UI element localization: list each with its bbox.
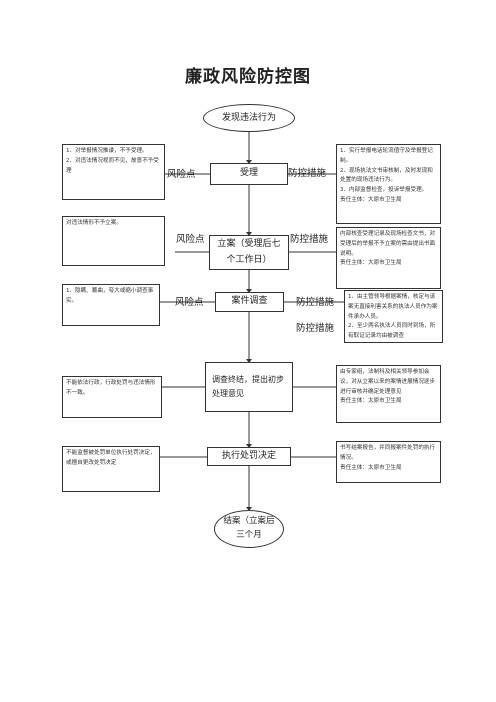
risk-box-file: 对违法情形不予立案。 xyxy=(62,216,165,266)
risk-box-accept: 1．对举报情况推诿，不予受理。 2．对违法情况视而不见，故意不予受理 xyxy=(62,144,165,200)
control-box-accept: 1．实行举报电话轮流值守及举报登记制。 2．现场执法文书审核制，及时发现和处置的… xyxy=(336,144,441,224)
control-box-file: 内部核查受理记录及现场检查文书，对受理后的举报不予立案的需由提出书面说明。 责任… xyxy=(336,227,441,289)
end-node: 结案（立案后三个月 xyxy=(214,510,284,548)
control-box-opinion: 由专家组，法制科及相关领导参加会议，对从立案以来的案情进展情况逐步进行审核并确定… xyxy=(336,365,441,423)
risk-box-execute: 不能监督被处罚单位执行处罚决定，或擅自更改处罚决定 xyxy=(62,446,160,492)
step-execute: 执行处罚决定 xyxy=(207,447,291,466)
risk-label-file: 风险点 xyxy=(176,234,205,245)
control-label-file: 防控措施 xyxy=(290,234,329,245)
step-investigate: 案件调查 xyxy=(215,292,284,312)
step-opinion: 调查终结，提出初步处理意见 xyxy=(205,362,293,412)
control-label-accept: 防控措施 xyxy=(288,168,327,179)
risk-label-accept: 风险点 xyxy=(167,169,196,180)
risk-box-opinion: 不能依法行政，行政处罚与违法情形不一致。 xyxy=(62,376,162,418)
control-label-investigate-2: 防控措施 xyxy=(296,323,335,334)
risk-box-investigate: 1．隐瞒、篡曲，夸大或缩小调查事实。 xyxy=(62,284,160,326)
step-accept: 受理 xyxy=(210,163,288,185)
page-title: 廉政风险防控图 xyxy=(185,67,311,87)
risk-label-investigate: 风险点 xyxy=(175,297,204,308)
control-label-investigate: 防控措施 xyxy=(296,297,335,308)
step-file-case: 立案（受理后七个工作日） xyxy=(209,235,289,270)
start-node: 发现违法行为 xyxy=(203,104,295,132)
control-box-investigate: 1．由主管领导根据案情，核定与该案无直接利害关系的执法人员作为案件承办人员。 2… xyxy=(344,290,443,343)
control-box-execute: 书写结案报告，并同报案件处罚的执行情况。 责任主体：太原市卫生局 xyxy=(336,441,441,483)
